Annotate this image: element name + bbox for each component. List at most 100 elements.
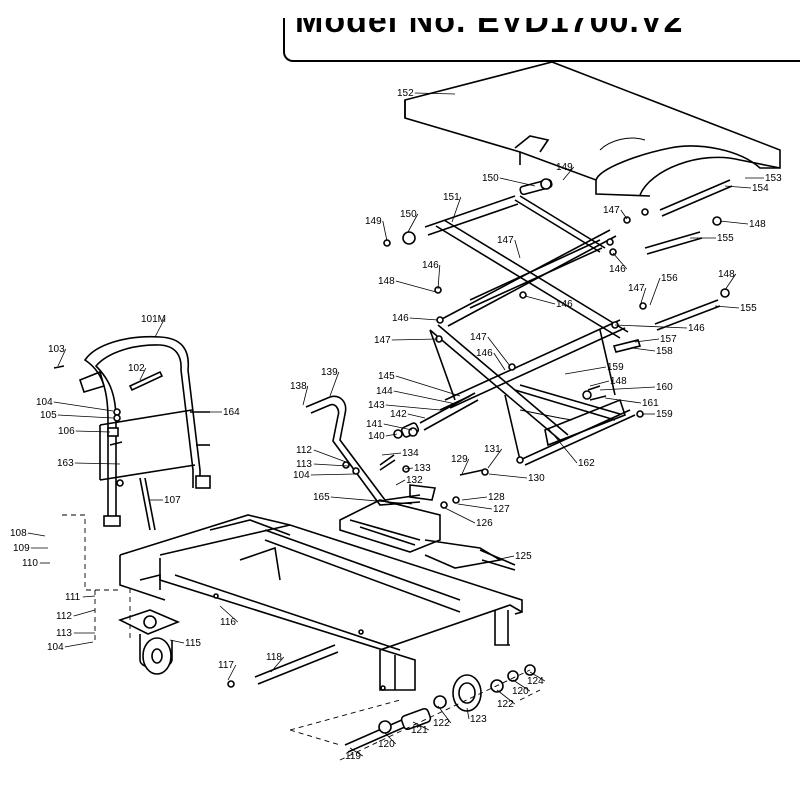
callout-label-101m: 101M (141, 314, 166, 325)
callout-label-152: 152 (397, 88, 414, 99)
leader-line-133 (404, 467, 414, 470)
leader-line-119 (349, 747, 364, 757)
leader-line-163 (74, 462, 121, 465)
callout-label-148a: 148 (749, 219, 766, 230)
callout-label-153: 153 (765, 173, 782, 184)
leader-line-150b (407, 213, 419, 233)
callout-label-123: 123 (470, 714, 487, 725)
leader-line-103 (57, 348, 67, 367)
callout-label-146c: 146 (556, 299, 573, 310)
callout-label-161: 161 (642, 398, 659, 409)
callout-label-113b: 113 (56, 628, 72, 639)
callout-label-147d: 147 (374, 335, 391, 346)
leader-line-122a (496, 689, 516, 705)
leader-line-148c (724, 273, 737, 291)
callout-label-138: 138 (290, 381, 307, 392)
leader-lines (27, 92, 764, 757)
callout-label-125: 125 (515, 551, 532, 562)
leader-line-117 (227, 664, 237, 681)
leader-line-146f (493, 352, 506, 371)
leader-line-101m (154, 318, 165, 338)
callout-label-140: 140 (368, 431, 385, 442)
leader-line-160 (599, 386, 656, 391)
callout-label-150a: 150 (482, 173, 499, 184)
base-frame-drawing (119, 514, 523, 691)
leader-line-116 (219, 605, 239, 623)
leader-line-104b (310, 473, 356, 476)
leader-line-123 (466, 707, 470, 720)
callout-label-149b: 149 (365, 216, 382, 227)
callout-label-146f: 146 (476, 348, 493, 359)
callout-label-142: 142 (390, 409, 407, 420)
callout-label-146d: 146 (392, 313, 409, 324)
callout-label-143: 143 (368, 400, 385, 411)
leader-line-130 (488, 473, 528, 479)
leader-line-108 (27, 532, 46, 537)
hydraulic-pump-drawing (393, 392, 479, 439)
callout-label-104a: 104 (36, 397, 53, 408)
leader-line-154 (724, 185, 752, 189)
leader-line-146a (437, 264, 441, 290)
callout-label-151: 151 (443, 192, 460, 203)
leader-line-105 (57, 414, 114, 419)
leader-line-156 (649, 277, 661, 306)
callout-label-107: 107 (164, 495, 181, 506)
leader-line-134 (381, 452, 402, 456)
callout-label-113a: 113 (296, 459, 312, 470)
leader-line-147b (514, 239, 521, 259)
leader-line-149a (562, 166, 575, 181)
leader-line-104c (64, 641, 94, 648)
leader-line-120b (384, 732, 397, 745)
callout-label-158: 158 (656, 346, 673, 357)
leader-line-152 (414, 92, 456, 95)
leader-line-120a (512, 679, 531, 692)
leader-line-140 (385, 433, 398, 437)
callout-label-149a: 149 (556, 162, 573, 173)
leader-line-131 (487, 448, 503, 469)
leader-line-125 (499, 555, 515, 560)
callout-label-119: 119 (345, 751, 361, 762)
callout-label-102: 102 (128, 363, 145, 374)
leader-line-113a (313, 463, 349, 467)
leader-line-161 (604, 397, 642, 404)
callout-label-146b: 146 (609, 264, 626, 275)
leader-line-132 (395, 479, 406, 486)
callout-label-164: 164 (223, 407, 240, 418)
leader-line-127 (457, 503, 493, 510)
callout-label-144: 144 (376, 386, 393, 397)
leader-line-142 (407, 413, 426, 419)
callout-label-145: 145 (378, 371, 395, 382)
leader-line-146e (614, 324, 688, 329)
callout-label-118: 118 (266, 652, 282, 663)
leader-line-146c (524, 295, 556, 305)
callout-label-128: 128 (488, 492, 505, 503)
leader-line-115 (169, 639, 185, 644)
callout-label-147a: 147 (603, 205, 620, 216)
leader-line-158 (631, 347, 656, 352)
callout-label-109: 109 (13, 543, 30, 554)
leader-line-146b (612, 252, 628, 270)
leader-line-112a (313, 449, 347, 463)
callout-label-160: 160 (656, 382, 673, 393)
leader-line-144 (393, 390, 457, 405)
leader-line-147d (391, 338, 439, 341)
leader-line-148d (589, 380, 610, 387)
callout-label-148d: 148 (610, 376, 627, 387)
callout-label-132: 132 (406, 475, 423, 486)
leader-line-147c (639, 287, 647, 307)
leader-line-157 (634, 338, 660, 343)
model-title-box: Model No. EVD1700.V2 (283, 18, 800, 62)
leader-line-145 (395, 375, 461, 397)
leader-line-150a (499, 177, 536, 187)
leader-line-151 (451, 196, 462, 223)
callout-label-147b: 147 (497, 235, 514, 246)
callout-label-122a: 122 (497, 699, 514, 710)
callout-label-104b: 104 (293, 470, 310, 481)
leader-line-162 (547, 427, 578, 464)
leader-line-112b (73, 609, 96, 617)
callout-label-105: 105 (40, 410, 57, 421)
callout-label-146e: 146 (688, 323, 705, 334)
leader-line-121 (412, 721, 429, 731)
